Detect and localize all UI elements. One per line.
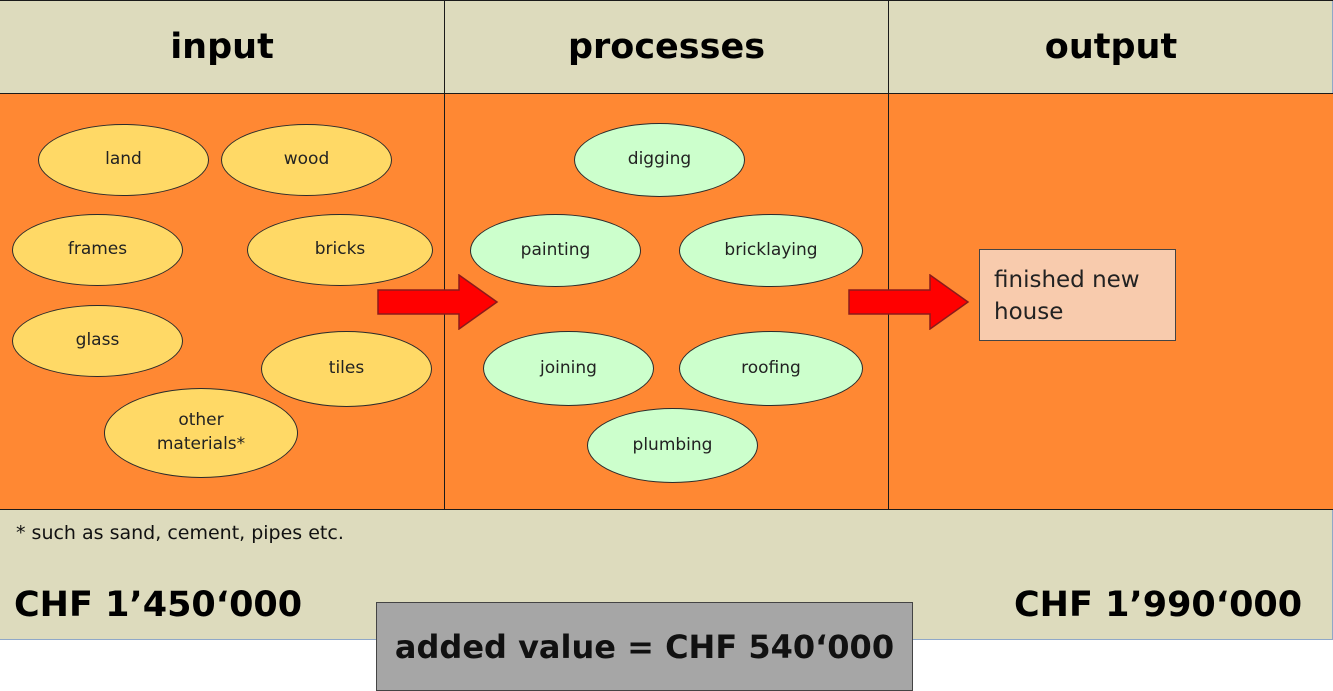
added-value-box: added value = CHF 540‘000 bbox=[376, 602, 913, 691]
footnote: * such as sand, cement, pipes etc. bbox=[16, 522, 344, 544]
input-bricks: bricks bbox=[247, 214, 433, 286]
input-frames: frames bbox=[12, 214, 183, 286]
process-painting: painting bbox=[470, 214, 641, 287]
input-wood: wood bbox=[221, 124, 392, 196]
process-to-output-arrow-icon bbox=[848, 274, 970, 330]
output-header: output bbox=[889, 0, 1333, 93]
process-bricklaying: bricklaying bbox=[679, 214, 863, 287]
process-digging: digging bbox=[574, 123, 745, 197]
input-glass: glass bbox=[12, 305, 183, 377]
output-price: CHF 1’990‘000 bbox=[1014, 585, 1303, 625]
processes-header: processes bbox=[445, 0, 888, 93]
process-plumbing: plumbing bbox=[587, 408, 758, 483]
input-to-process-arrow-icon bbox=[377, 274, 499, 330]
output-finished-house: finished new house bbox=[979, 249, 1176, 341]
input-land: land bbox=[38, 124, 209, 196]
input-price: CHF 1’450‘000 bbox=[14, 585, 303, 625]
input-tiles: tiles bbox=[261, 331, 432, 407]
process-roofing: roofing bbox=[679, 331, 863, 406]
input-header: input bbox=[0, 0, 444, 93]
input-other-materials: other materials* bbox=[104, 388, 298, 478]
process-joining: joining bbox=[483, 331, 654, 406]
